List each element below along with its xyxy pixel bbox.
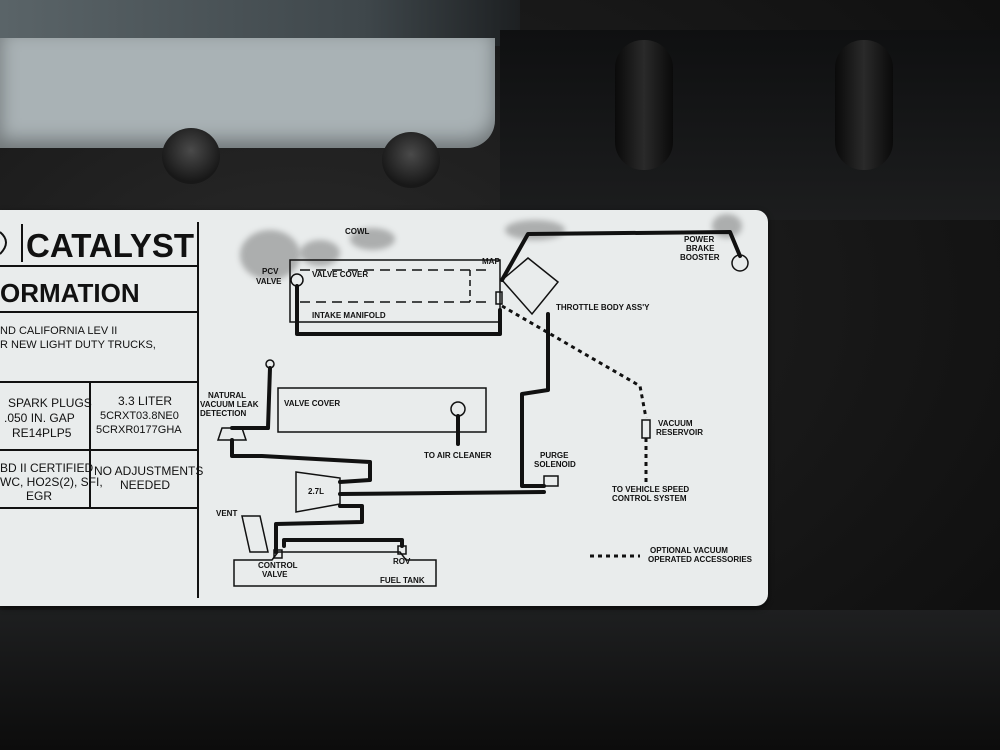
filter-hose — [230, 366, 272, 430]
obd-line-3: EGR — [26, 489, 52, 503]
section-title: ORMATION — [0, 278, 140, 308]
spark-plugs-heading: SPARK PLUGS — [8, 396, 92, 410]
plastic-rib — [615, 40, 673, 170]
plastic-rib — [835, 40, 893, 170]
adjust-line-2: NEEDED — [120, 478, 170, 492]
canister-hose — [338, 490, 546, 496]
label-vent: VENT — [216, 509, 237, 518]
brand-catalyst: CATALYST — [26, 227, 194, 264]
label-map: MAP — [482, 257, 500, 266]
label-vacuum-1: VACUUM — [658, 419, 693, 428]
right-dark-plate — [500, 30, 1000, 220]
spark-plug-gap: .050 IN. GAP — [4, 411, 75, 425]
obd-line-1: BD II CERTIFIED — [0, 461, 93, 475]
logo-fragment-icon — [0, 231, 7, 255]
label-pcv-2: VALVE — [256, 277, 282, 286]
label-control-2: VALVE — [262, 570, 288, 579]
canister-to-valve-hose — [274, 504, 364, 554]
label-speed-2: CONTROL SYSTEM — [612, 494, 687, 503]
dirt-smudge — [350, 228, 395, 250]
label-leak-3: DETECTION — [200, 409, 246, 418]
compliance-line-1: ND CALIFORNIA LEV II — [0, 325, 117, 337]
label-valve-cover-top: VALVE COVER — [312, 270, 368, 279]
label-valve-cover-lower: VALVE COVER — [284, 399, 340, 408]
label-pcv-1: PCV — [262, 267, 279, 276]
label-purge-1: PURGE — [540, 451, 569, 460]
upper-light-panel — [0, 38, 495, 148]
label-power-brake-1: POWER — [684, 235, 714, 244]
label-control-1: CONTROL — [258, 561, 298, 570]
plastic-bump — [162, 128, 220, 184]
label-canister: 2.7L — [308, 487, 324, 496]
emission-label: CATALYST ORMATION ND CALIFORNIA LEV II R… — [0, 210, 768, 606]
label-vacuum-2: RESERVOIR — [656, 428, 703, 437]
engine-block-outline — [289, 259, 501, 323]
pcv-hose — [295, 284, 502, 336]
label-throttle-body: THROTTLE BODY ASS'Y — [556, 303, 650, 312]
leak-detection-hose — [230, 438, 372, 484]
rov-hose — [282, 538, 404, 548]
dirt-smudge — [300, 240, 340, 266]
label-intake-manifold: INTAKE MANIFOLD — [312, 311, 386, 320]
plastic-bump — [382, 132, 440, 188]
label-air-cleaner: TO AIR CLEANER — [424, 451, 492, 460]
label-leak-1: NATURAL — [208, 391, 246, 400]
label-legend-1: OPTIONAL VACUUM — [650, 546, 728, 555]
label-cowl: COWL — [345, 227, 370, 236]
label-power-brake-2: BRAKE — [686, 244, 715, 253]
label-legend-2: OPERATED ACCESSORIES — [648, 555, 753, 564]
label-speed-1: TO VEHICLE SPEED — [612, 485, 689, 494]
engine-code-2: 5CRXR0177GHA — [96, 424, 182, 436]
throttle-body-icon — [500, 257, 560, 316]
label-power-brake-3: BOOSTER — [680, 253, 720, 262]
vent-icon — [241, 515, 269, 553]
purge-solenoid-icon — [543, 475, 559, 487]
brake-booster-hose — [500, 230, 742, 282]
label-artwork: CATALYST ORMATION ND CALIFORNIA LEV II R… — [0, 222, 753, 598]
obd-line-2: WC, HO2S(2), SFI, — [0, 475, 103, 489]
lower-valve-cover-outline — [277, 387, 487, 433]
compliance-line-2: R NEW LIGHT DUTY TRUCKS, — [0, 339, 156, 351]
engine-code-1: 5CRXT03.8NE0 — [100, 410, 179, 422]
bottom-shelf — [0, 610, 1000, 750]
spark-plug-part: RE14PLP5 — [12, 426, 72, 440]
label-leak-2: VACUUM LEAK — [200, 400, 259, 409]
label-fuel-tank: FUEL TANK — [380, 576, 425, 585]
engine-size: 3.3 LITER — [118, 394, 172, 408]
label-purge-2: SOLENOID — [534, 460, 576, 469]
adjust-line-1: NO ADJUSTMENTS — [94, 464, 203, 478]
vacuum-reservoir-icon — [641, 419, 651, 439]
purge-hose — [520, 312, 550, 488]
label-rov: ROV — [393, 557, 411, 566]
